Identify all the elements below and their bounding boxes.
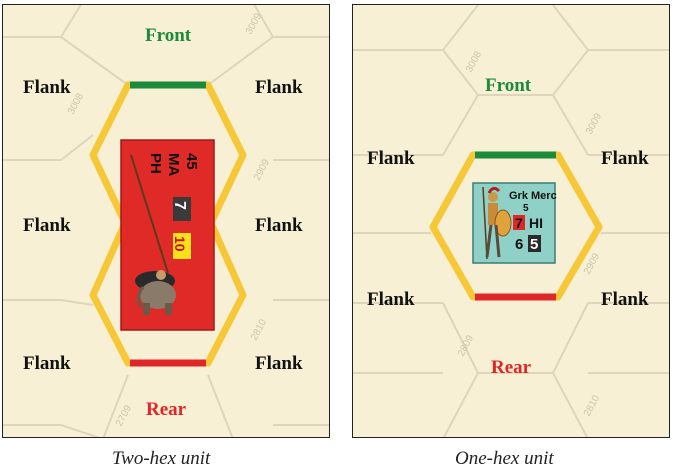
front-label: Front — [485, 75, 531, 97]
hex-number: 2709 — [114, 403, 134, 428]
flank-label: Flank — [367, 148, 415, 170]
front-label: Front — [145, 25, 191, 47]
hex-number: 2810 — [582, 393, 602, 418]
flank-label: Flank — [367, 289, 415, 311]
caption-one-hex: One-hex unit — [455, 448, 554, 470]
flank-label: Flank — [255, 353, 303, 375]
unit-name: Grk Merc — [509, 190, 557, 202]
troop-quality: 7 — [171, 201, 188, 210]
unit-type: PH — [147, 153, 164, 174]
grk-merc-counter[interactable]: Grk Merc 5 7 HI 6 5 — [473, 183, 557, 263]
flank-label: Flank — [255, 215, 303, 237]
one-hex-diagram: 3008 3009 2909 2809 2810 Grk Merc 5 7 HI… — [352, 4, 670, 438]
two-hex-diagram: 3008 3009 2909 2810 2709 PH MA 45 7 10 — [2, 4, 330, 438]
unit-strength: 45 — [183, 153, 200, 170]
flank-label: Flank — [601, 148, 649, 170]
movement-allowance: 10 — [172, 236, 188, 252]
rear-label: Rear — [491, 357, 531, 379]
flank-label: Flank — [23, 77, 71, 99]
caption-two-hex: Two-hex unit — [112, 448, 210, 470]
unit-subtype: MA — [165, 153, 182, 176]
unit-type: HI — [529, 215, 543, 231]
ph-ma-counter[interactable]: PH MA 45 7 10 — [121, 140, 214, 330]
hex-number: 2909 — [252, 157, 272, 182]
hex-number: 3008 — [464, 49, 484, 74]
flank-label: Flank — [255, 77, 303, 99]
unit-size: 5 — [523, 203, 529, 214]
rear-label: Rear — [146, 399, 186, 421]
flank-label: Flank — [23, 215, 71, 237]
hex-number: 2810 — [249, 317, 269, 342]
movement-value: 5 — [530, 236, 538, 253]
flank-label: Flank — [23, 353, 71, 375]
hex-number: 3009 — [584, 111, 604, 136]
troop-quality: 7 — [515, 215, 523, 231]
movement-value: 6 — [515, 236, 523, 253]
flank-label: Flank — [601, 289, 649, 311]
